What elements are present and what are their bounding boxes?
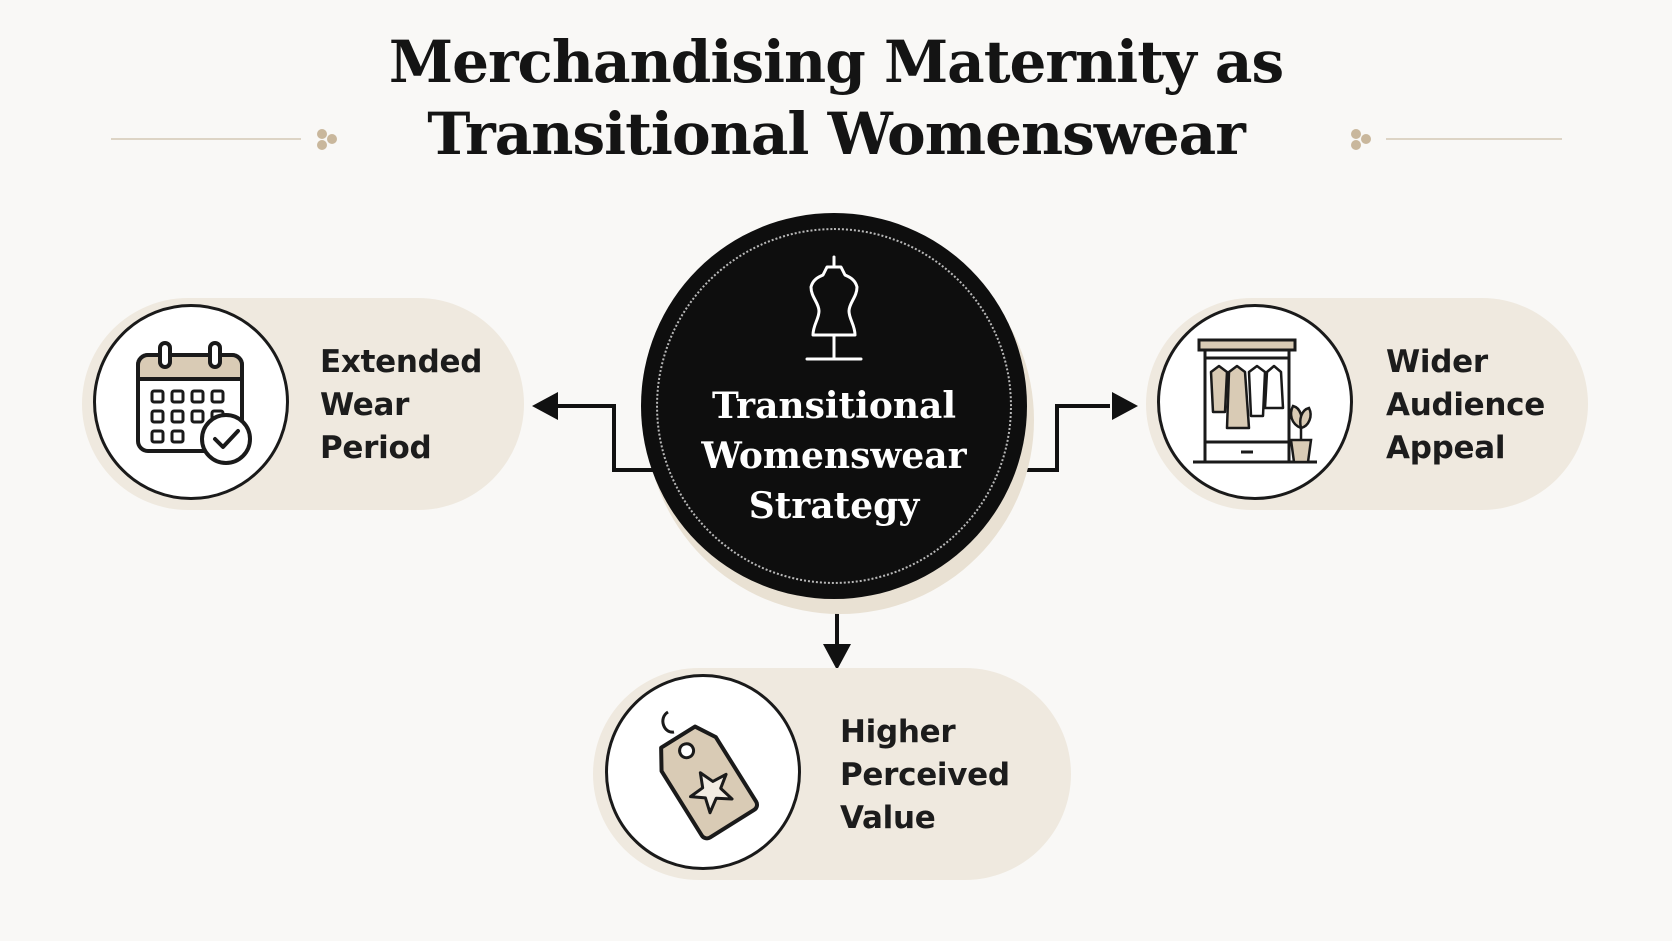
dress-form-icon <box>805 255 863 361</box>
ornament-dots-right-icon <box>1351 129 1371 150</box>
node-left-label: Extended Wear Period <box>320 344 483 466</box>
page-title: Merchandising Maternity as Transitional … <box>0 26 1672 170</box>
calendar-check-icon <box>136 341 252 465</box>
price-tag-star-icon <box>659 710 759 841</box>
node-bottom-label: Higher Perceived Value <box>840 714 1010 836</box>
ornament-dots-left-icon <box>317 129 337 150</box>
title-rule-right <box>1386 138 1562 140</box>
title-line-2: Transitional Womenswear <box>427 100 1246 168</box>
hub-dotted-ring <box>656 228 1012 584</box>
arrow-to-right <box>1012 404 1110 472</box>
node-left-icon-circle <box>93 304 289 500</box>
hub-circle: Transitional Womenswear Strategy <box>641 213 1027 599</box>
title-line-1: Merchandising Maternity as <box>388 28 1284 96</box>
hub-label: Transitional Womenswear Strategy <box>701 385 967 527</box>
arrow-to-left <box>555 404 660 472</box>
node-right-icon-circle <box>1157 304 1353 500</box>
title-rule-left <box>111 138 301 140</box>
node-bottom-icon-circle <box>605 674 801 870</box>
wardrobe-icon <box>1193 338 1317 464</box>
node-right-label: Wider Audience Appeal <box>1386 344 1545 466</box>
